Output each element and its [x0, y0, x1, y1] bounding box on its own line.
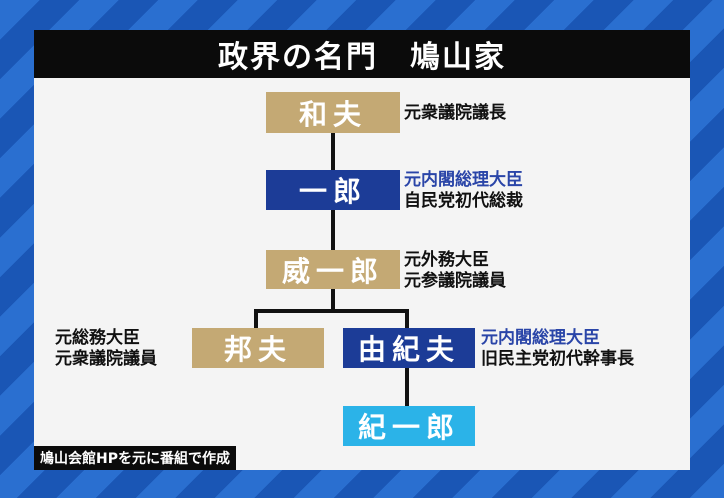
note-kunio: 元総務大臣 元衆議院議員 — [55, 328, 157, 370]
page-title: 政界の名門 鳩山家 — [34, 30, 690, 78]
note-yukio: 元内閣総理大臣 旧民主党初代幹事長 — [481, 328, 634, 370]
connector-children-horizontal — [254, 309, 409, 313]
note-ichiro: 元内閣総理大臣 自民党初代総裁 — [404, 170, 523, 212]
connector-iichiro-down — [331, 289, 335, 311]
member-box-kazuo: 和夫 — [266, 92, 400, 133]
source-caption: 鳩山会館HPを元に番組で作成 — [34, 446, 236, 470]
note-yukio-line1: 元内閣総理大臣 — [481, 328, 600, 348]
member-box-iichiro: 威一郎 — [266, 250, 400, 289]
note-kazuo: 元衆議院議長 — [404, 103, 506, 124]
connector-ichiro-iichiro — [331, 210, 335, 250]
member-box-yukio: 由紀夫 — [343, 328, 475, 368]
note-ichiro-line1: 元内閣総理大臣 — [404, 170, 523, 190]
connector-yukio-kiichiro — [405, 368, 409, 406]
member-box-ichiro: 一郎 — [266, 170, 400, 210]
connector-kazuo-ichiro — [331, 133, 335, 170]
note-kunio-line1: 元総務大臣 — [55, 328, 140, 348]
note-iichiro-line1: 元外務大臣 — [404, 250, 489, 270]
member-box-kiichiro: 紀一郎 — [343, 406, 475, 446]
connector-to-yukio — [405, 309, 409, 328]
note-iichiro-line2: 元参議院議員 — [404, 271, 506, 291]
note-ichiro-line2: 自民党初代総裁 — [404, 191, 523, 211]
connector-to-kunio — [254, 309, 258, 328]
note-yukio-line2: 旧民主党初代幹事長 — [481, 349, 634, 369]
note-kunio-line2: 元衆議院議員 — [55, 349, 157, 369]
note-iichiro: 元外務大臣 元参議院議員 — [404, 250, 506, 292]
member-box-kunio: 邦夫 — [192, 328, 324, 368]
note-kazuo-line1: 元衆議院議長 — [404, 103, 506, 123]
